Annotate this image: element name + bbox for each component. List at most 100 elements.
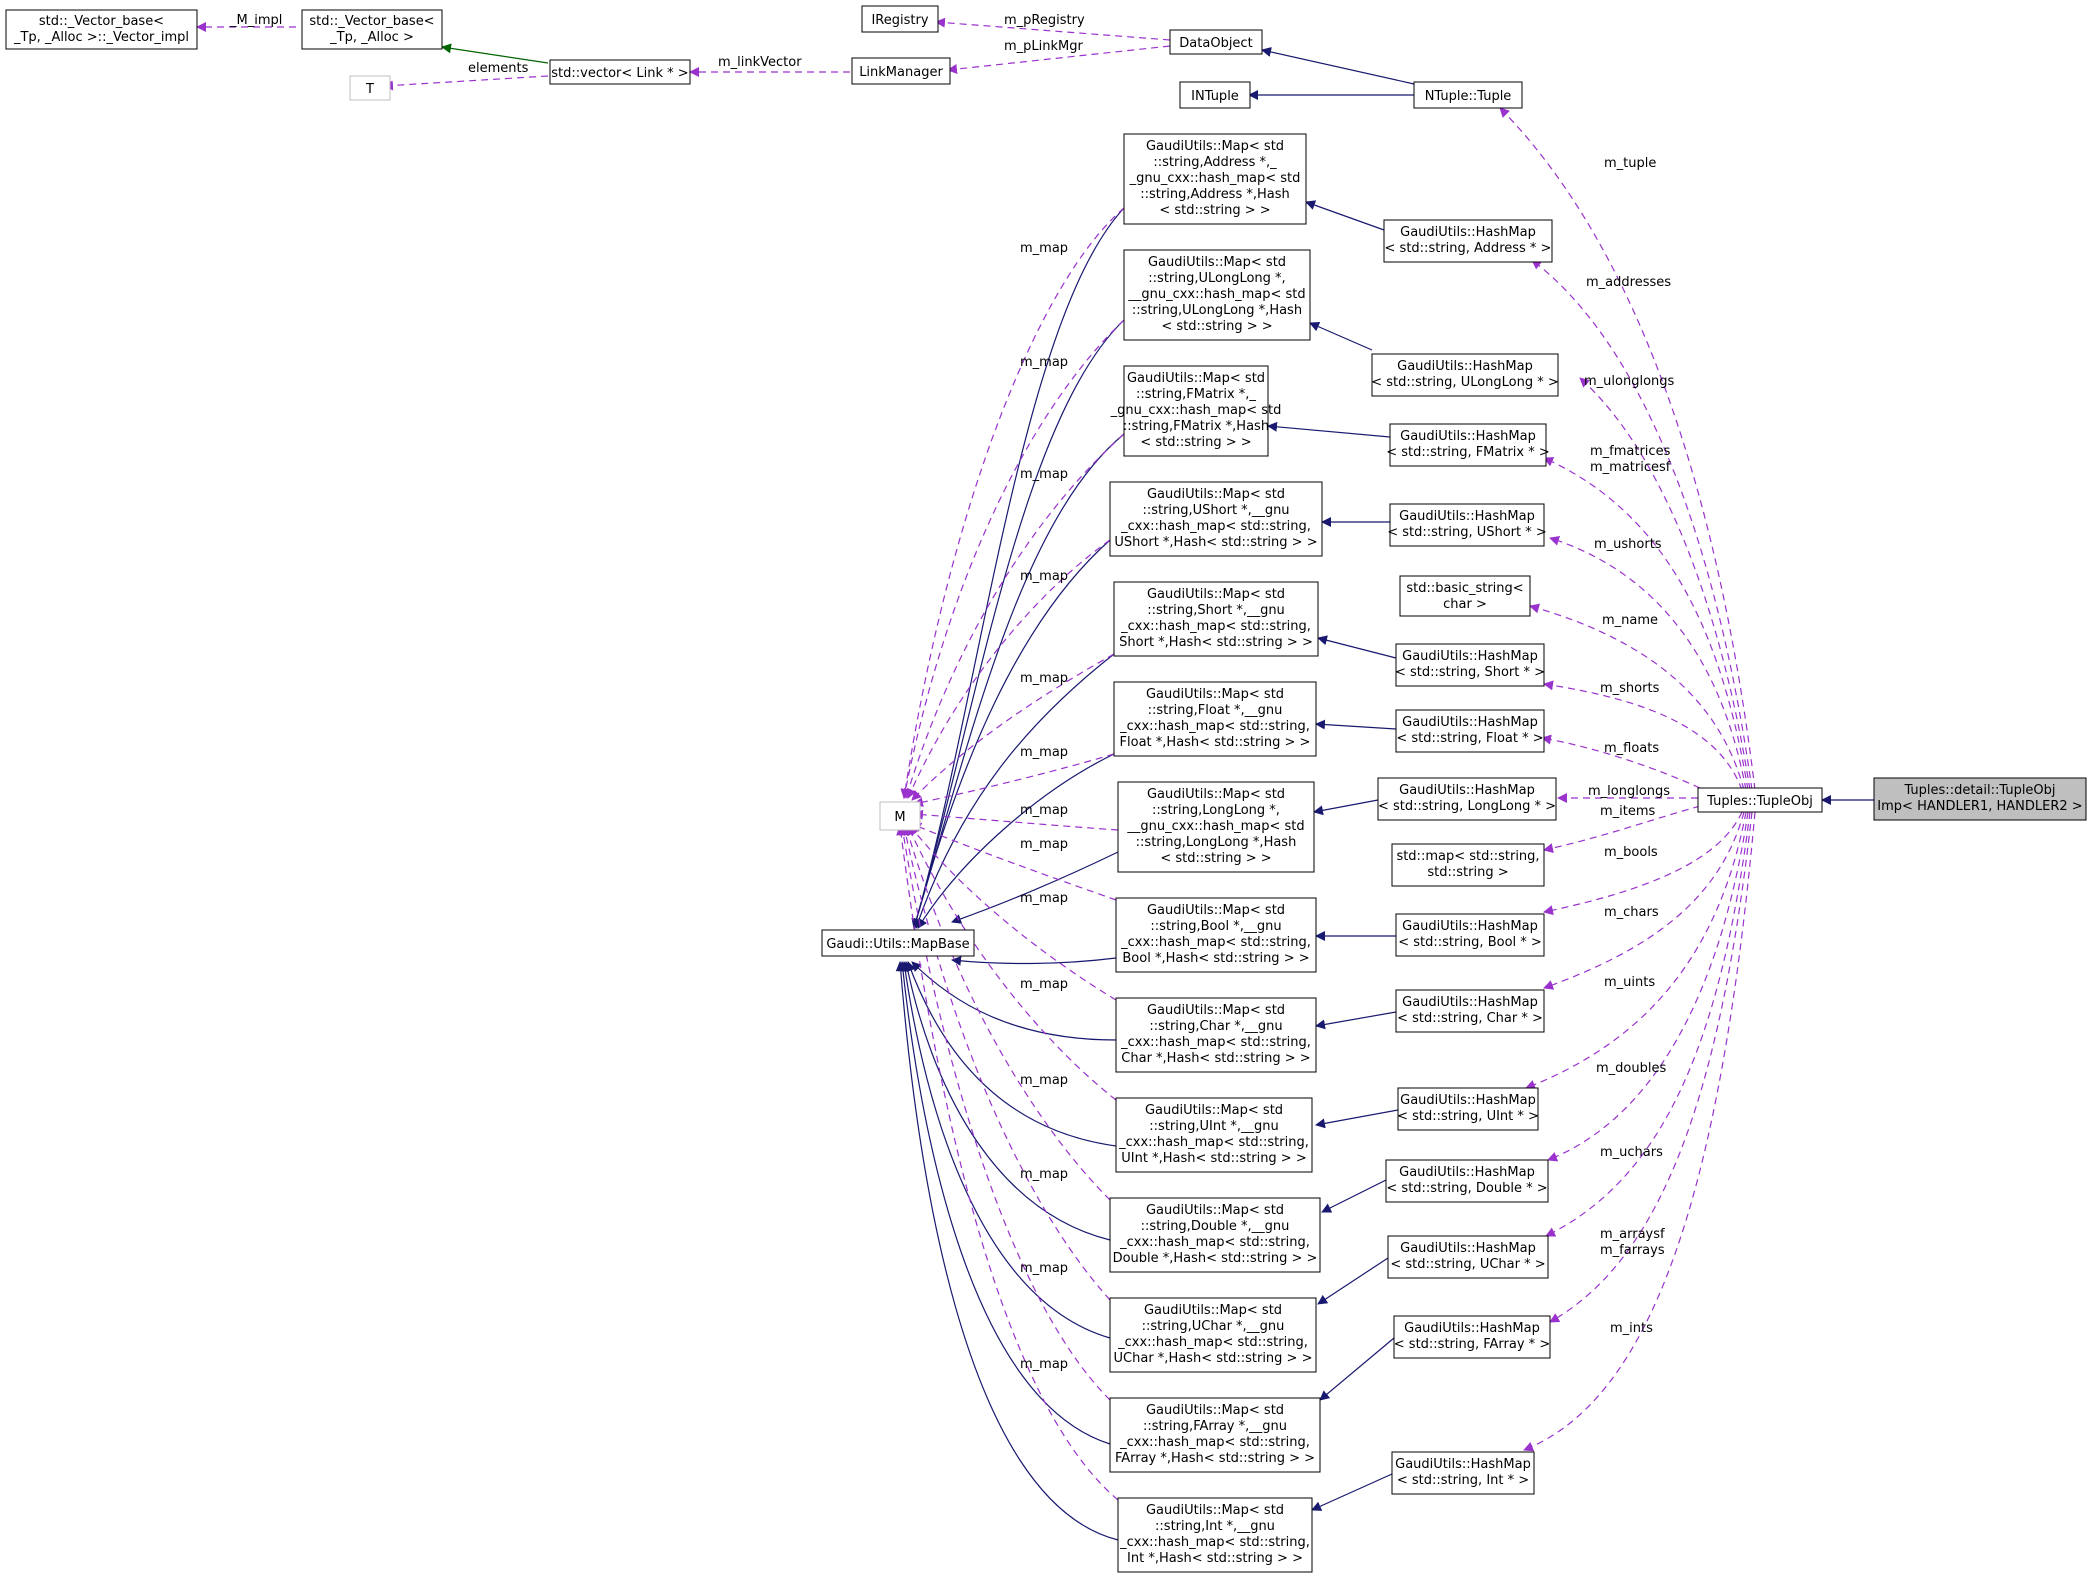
label-m-uchars: m_uchars (1600, 1145, 1663, 1160)
edge-m-map-fmatrix (903, 433, 1125, 799)
node-hashmap-float[interactable]: GaudiUtils::HashMap< std::string, Float … (1395, 709, 1545, 753)
map-mapbase-edges (895, 207, 1125, 1541)
node-map-float[interactable]: GaudiUtils::Map< std::string,Float *,__g… (1113, 681, 1317, 757)
node-hashmap-char[interactable]: GaudiUtils::HashMap< std::string, Char *… (1395, 989, 1545, 1033)
edge-m-map-address (900, 207, 1125, 799)
label-m-longlongs: m_longlongs (1588, 784, 1670, 799)
node-std-vector[interactable]: std::vector< Link * > (549, 59, 691, 85)
node-vector-impl[interactable]: std::_Vector_base<_Tp, _Alloc >::_Vector… (5, 9, 198, 50)
node-map-uint[interactable]: GaudiUtils::Map< std::string,UInt *,__gn… (1115, 1097, 1313, 1173)
edge-map-uint-mapbase (906, 961, 1117, 1147)
node-basic-string[interactable]: std::basic_string<char > (1399, 575, 1531, 617)
node-map-fmatrix[interactable]: GaudiUtils::Map< std::string,FMatrix *,_… (1110, 365, 1282, 457)
node-hashmap-address[interactable]: GaudiUtils::HashMap< std::string, Addres… (1383, 219, 1553, 263)
label-m-map-8: m_map (1020, 837, 1068, 852)
node-map-address[interactable]: GaudiUtils::Map< std::string,Address *,_… (1123, 133, 1307, 225)
svg-text:Gaudi::Utils::MapBase: Gaudi::Utils::MapBase (826, 937, 969, 952)
edge-m-map-bool (911, 822, 1117, 901)
label-m-map-2: m_map (1020, 355, 1068, 370)
edge-m-chars (1543, 811, 1745, 990)
node-map-double[interactable]: GaudiUtils::Map< std::string,Double *,__… (1109, 1197, 1321, 1273)
label-m-map-3: m_map (1020, 467, 1068, 482)
edge-m-floats (1541, 734, 1701, 789)
svg-text:M: M (894, 810, 905, 825)
node-link-manager[interactable]: LinkManager (851, 57, 951, 85)
node-t-param[interactable]: T (349, 75, 391, 101)
node-map-farray[interactable]: GaudiUtils::Map< std::string,FArray *,__… (1109, 1397, 1321, 1473)
label-m-items: m_items (1600, 804, 1656, 819)
edge-m-shorts (1543, 680, 1743, 791)
edge-map-address-mapbase (911, 207, 1125, 929)
label-m-map-7: m_map (1020, 803, 1068, 818)
svg-text:T: T (365, 82, 374, 97)
svg-text:GaudiUtils::HashMap< std::stri: GaudiUtils::HashMap< std::string, UShort… (1387, 509, 1547, 540)
node-map-int[interactable]: GaudiUtils::Map< std::string,Int *,__gnu… (1117, 1497, 1313, 1573)
node-hashmap-uint[interactable]: GaudiUtils::HashMap< std::string, UInt *… (1397, 1087, 1539, 1131)
node-hashmap-uchar[interactable]: GaudiUtils::HashMap< std::string, UChar … (1387, 1235, 1549, 1279)
edge-m-addresses (1531, 259, 1753, 791)
node-hashmap-fmatrix[interactable]: GaudiUtils::HashMap< std::string, FMatri… (1386, 423, 1550, 467)
edge-m-map-ulonglong (900, 319, 1125, 799)
svg-text:GaudiUtils::HashMap< std::stri: GaudiUtils::HashMap< std::string, FMatri… (1386, 429, 1550, 460)
node-vector-base[interactable]: std::_Vector_base<_Tp, _Alloc > (301, 9, 443, 50)
edge-m-bools (1543, 811, 1743, 916)
edge-hm-char-map (1315, 1011, 1397, 1030)
svg-text:GaudiUtils::Map< std::string,F: GaudiUtils::Map< std::string,FMatrix *,_… (1110, 371, 1282, 450)
node-hashmap-farray[interactable]: GaudiUtils::HashMap< std::string, FArray… (1393, 1315, 1551, 1359)
node-m-param[interactable]: M (879, 801, 921, 831)
svg-text:GaudiUtils::Map< std::string,S: GaudiUtils::Map< std::string,Short *,__g… (1119, 587, 1313, 650)
node-map-char[interactable]: GaudiUtils::Map< std::string,Char *,__gn… (1115, 997, 1317, 1073)
label-m-ushorts: m_ushorts (1594, 537, 1662, 552)
node-data-object[interactable]: DataObject (1169, 29, 1263, 55)
label-m-name: m_name (1602, 613, 1658, 628)
edge-m-name (1529, 603, 1745, 791)
edge-map-short-mapbase (914, 653, 1115, 929)
label-m-addresses: m_addresses (1586, 275, 1671, 290)
node-map-short[interactable]: GaudiUtils::Map< std::string,Short *,__g… (1113, 581, 1319, 657)
node-std-map[interactable]: std::map< std::string,std::string > (1391, 843, 1545, 887)
node-map-bool[interactable]: GaudiUtils::Map< std::string,Bool *,__gn… (1115, 897, 1317, 973)
node-map-uchar[interactable]: GaudiUtils::Map< std::string,UChar *,__g… (1109, 1297, 1317, 1373)
label-m-map-10: m_map (1020, 977, 1068, 992)
edge-map-ushort-mapbase (911, 539, 1111, 929)
edge-hm-longlong-map (1313, 799, 1379, 816)
svg-text:GaudiUtils::HashMap< std::stri: GaudiUtils::HashMap< std::string, ULongL… (1371, 359, 1559, 390)
node-map-ushort[interactable]: GaudiUtils::Map< std::string,UShort *,__… (1109, 481, 1323, 557)
edge-elements (383, 75, 549, 91)
node-ntuple-tuple[interactable]: NTuple::Tuple (1413, 81, 1523, 109)
node-hashmap-int[interactable]: GaudiUtils::HashMap< std::string, Int * … (1391, 1451, 1535, 1495)
edge-m-uchars (1545, 811, 1751, 1237)
svg-text:LinkManager: LinkManager (859, 65, 943, 80)
node-hashmap-bool[interactable]: GaudiUtils::HashMap< std::string, Bool *… (1395, 913, 1545, 957)
node-hashmap-short[interactable]: GaudiUtils::HashMap< std::string, Short … (1395, 643, 1545, 687)
node-map-ulonglong[interactable]: GaudiUtils::Map< std::string,ULongLong *… (1123, 249, 1311, 341)
label-m-uints: m_uints (1604, 975, 1655, 990)
svg-text:GaudiUtils::Map< std::string,D: GaudiUtils::Map< std::string,Double *,__… (1113, 1203, 1318, 1266)
node-iregistry[interactable]: IRegistry (861, 5, 939, 33)
node-hashmap-ulonglong[interactable]: GaudiUtils::HashMap< std::string, ULongL… (1371, 353, 1559, 397)
edge-m-map-float (913, 753, 1115, 808)
svg-text:GaudiUtils::Map< std::string,B: GaudiUtils::Map< std::string,Bool *,__gn… (1120, 903, 1311, 966)
edge-map-char-mapbase (911, 961, 1117, 1041)
edge-map-float-mapbase (917, 753, 1115, 929)
edge-m-map-farray (898, 825, 1111, 1401)
node-hashmap-ushort[interactable]: GaudiUtils::HashMap< std::string, UShort… (1387, 503, 1547, 547)
label-elements: elements (468, 61, 529, 76)
svg-text:GaudiUtils::Map< std::string,I: GaudiUtils::Map< std::string,Int *,__gnu… (1119, 1503, 1310, 1566)
svg-text:GaudiUtils::Map< std::string,C: GaudiUtils::Map< std::string,Char *,__gn… (1120, 1003, 1311, 1066)
edge-hm-ulonglong-map (1309, 322, 1373, 351)
node-intuple[interactable]: INTuple (1179, 81, 1251, 109)
node-hashmap-longlong[interactable]: GaudiUtils::HashMap< std::string, LongLo… (1377, 777, 1557, 821)
node-tupleobj[interactable]: Tuples::TupleObj (1697, 787, 1823, 813)
svg-text:std::vector< Link * >: std::vector< Link * > (551, 66, 688, 81)
edge-m-tuple (1499, 107, 1756, 791)
svg-text:std::_Vector_base<_Tp, _Alloc: std::_Vector_base<_Tp, _Alloc >::_Vector… (13, 14, 189, 45)
hashmap-inheritance-edges (1267, 200, 1399, 1511)
node-hashmap-double[interactable]: GaudiUtils::HashMap< std::string, Double… (1385, 1159, 1549, 1203)
node-map-longlong[interactable]: GaudiUtils::Map< std::string,LongLong *,… (1117, 781, 1315, 873)
svg-text:GaudiUtils::Map< std::string,U: GaudiUtils::Map< std::string,UShort *,__… (1114, 487, 1317, 550)
label-m-shorts: m_shorts (1600, 681, 1660, 696)
node-mapbase[interactable]: Gaudi::Utils::MapBase (821, 929, 975, 957)
